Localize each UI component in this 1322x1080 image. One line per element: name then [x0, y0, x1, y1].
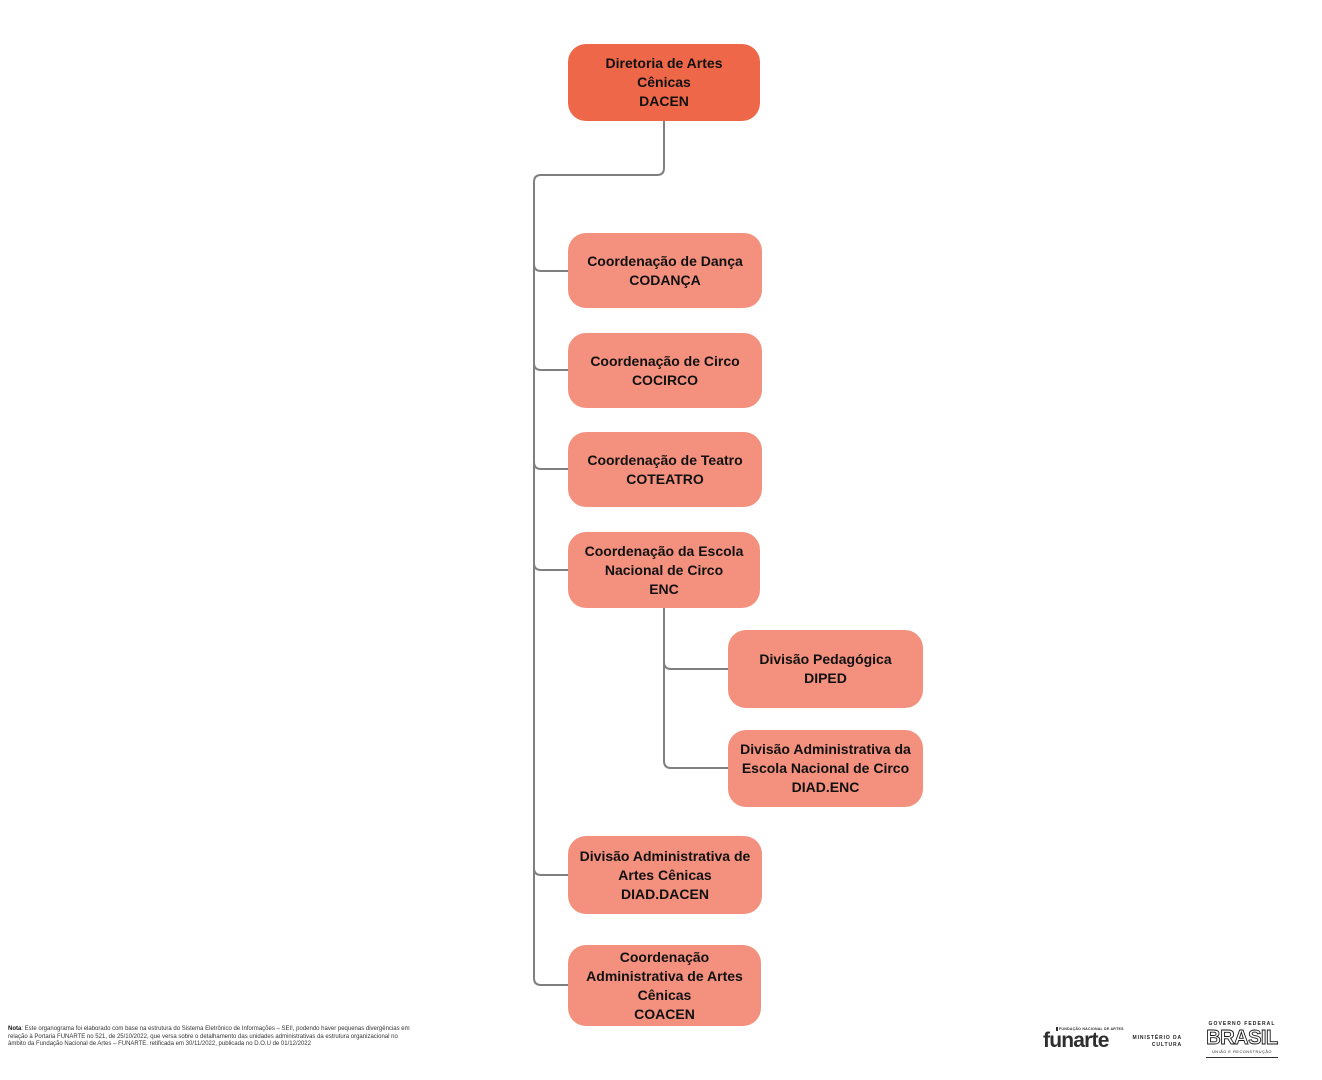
governo-federal-label: GOVERNO FEDERAL: [1208, 1021, 1276, 1027]
footer-note: Nota: Este organograma foi elaborado com…: [8, 1026, 478, 1049]
uniao-e-reconstrucao-label: UNIÃO E RECONSTRUÇÃO: [1212, 1050, 1272, 1054]
node-title: Divisão Administrativa da Escola Naciona…: [740, 741, 911, 776]
ministerio-line1: MINISTÉRIO DA: [1132, 1035, 1182, 1041]
footer-note-text: : Este organograma foi elaborado com bas…: [21, 1026, 410, 1032]
connector-branch-diad-dacen: [533, 867, 568, 876]
node-code: CODANÇA: [629, 271, 701, 288]
node-title: Coordenação de Teatro: [587, 451, 743, 468]
node-code: COTEATRO: [626, 470, 704, 487]
governo-logo-rule: [1206, 1056, 1278, 1058]
node-code: DIPED: [804, 670, 847, 686]
node-text: Divisão Administrativa de Artes Cênicas …: [578, 847, 752, 904]
funarte-logo: FUNDAÇÃO NACIONAL DE ARTES funarte: [1043, 1027, 1124, 1052]
node-text: Divisão Pedagógica DIPED: [759, 650, 891, 688]
funarte-logo-small-text: FUNDAÇÃO NACIONAL DE ARTES: [1056, 1027, 1124, 1031]
org-node-dacen: Diretoria de Artes Cênicas DACEN: [568, 44, 760, 121]
node-code: DIAD.ENC: [791, 779, 860, 795]
org-node-enc: Coordenação da Escola Nacional de Circo …: [568, 532, 760, 608]
org-node-coteatro: Coordenação de Teatro COTEATRO: [568, 432, 762, 507]
connector-branch-enc: [533, 562, 568, 571]
org-node-cocirco: Coordenação de Circo COCIRCO: [568, 333, 762, 408]
node-title: Divisão Administrativa de Artes Cênicas: [579, 847, 751, 883]
node-text: Coordenação da Escola Nacional de Circo …: [578, 542, 750, 599]
connector-branch-codanca: [533, 263, 568, 272]
org-node-diped: Divisão Pedagógica DIPED: [728, 630, 923, 708]
governo-federal-logo: GOVERNO FEDERAL BRASIL UNIÃO E RECONSTRU…: [1206, 1021, 1279, 1058]
node-code: COACEN: [634, 1005, 695, 1022]
node-code: DIAD.DACEN: [621, 885, 709, 902]
node-text: Coordenação de Circo COCIRCO: [590, 352, 739, 390]
footer-note-label: Nota: [8, 1026, 22, 1032]
node-text: Coordenação Administrativa de Artes Cêni…: [578, 948, 751, 1024]
node-title: Divisão Pedagógica: [759, 651, 892, 667]
node-code: DACEN: [639, 93, 689, 109]
connector-enc-subtrunk: [663, 608, 728, 769]
node-text: Coordenação de Teatro COTEATRO: [587, 451, 742, 489]
ministerio-da-cultura-label: MINISTÉRIO DA CULTURA: [1126, 1035, 1182, 1049]
node-code: COCIRCO: [631, 371, 699, 388]
connector-trunk: [533, 121, 665, 986]
brasil-wordmark: BRASIL: [1206, 1027, 1279, 1050]
connector-branch-diped: [663, 661, 728, 670]
connector-branch-cocirco: [533, 362, 568, 371]
node-title: Coordenação de Dança: [587, 252, 743, 269]
node-text: Divisão Administrativa da Escola Naciona…: [738, 740, 913, 797]
node-title: Coordenação de Circo: [590, 352, 740, 369]
node-title: Coordenação da Escola Nacional de Circo: [584, 542, 744, 578]
ministerio-line2: CULTURA: [1151, 1041, 1182, 1048]
org-node-coacen: Coordenação Administrativa de Artes Cêni…: [568, 945, 761, 1026]
footer-note-line: relação à Portaria FUNARTE no 521, de 25…: [8, 1033, 398, 1040]
org-node-diad-dacen: Divisão Administrativa de Artes Cênicas …: [568, 836, 762, 914]
footer-note-line: Nota: Este organograma foi elaborado com…: [8, 1026, 478, 1034]
org-node-diad-enc: Divisão Administrativa da Escola Naciona…: [728, 730, 923, 807]
org-node-codanca: Coordenação de Dança CODANÇA: [568, 233, 762, 308]
footer-note-line: âmbito da Fundação Nacional de Artes – F…: [8, 1041, 311, 1048]
node-title: Diretoria de Artes Cênicas: [605, 55, 723, 90]
node-text: Coordenação de Dança CODANÇA: [587, 252, 743, 290]
funarte-wordmark: funarte: [1043, 1029, 1109, 1052]
node-title: Coordenação Administrativa de Artes Cêni…: [586, 948, 743, 1003]
connector-branch-coteatro: [533, 461, 568, 470]
node-code: ENC: [649, 580, 679, 597]
node-text: Diretoria de Artes Cênicas DACEN: [578, 54, 750, 111]
